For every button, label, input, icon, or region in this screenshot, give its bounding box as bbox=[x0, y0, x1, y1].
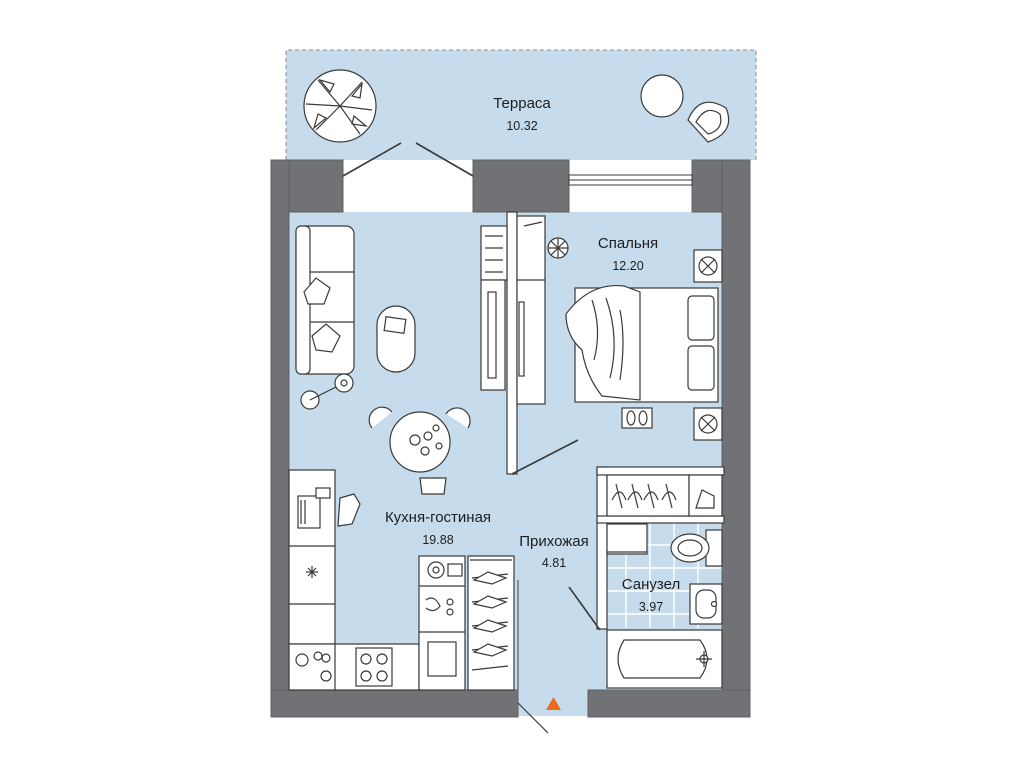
hallway-floor bbox=[512, 467, 602, 690]
hallway-name: Прихожая bbox=[519, 533, 589, 550]
bed bbox=[565, 284, 719, 403]
slippers bbox=[621, 407, 653, 429]
terrace-outline bbox=[285, 49, 757, 160]
living-name: Кухня-гостиная bbox=[385, 509, 491, 526]
bedroom-name: Спальня bbox=[598, 235, 658, 252]
terrace-name: Терраса bbox=[493, 95, 551, 112]
bathroom-name: Санузел bbox=[622, 576, 680, 593]
washbasin bbox=[689, 583, 723, 625]
bathtub bbox=[606, 629, 723, 689]
laptop-desk bbox=[297, 487, 361, 529]
bedroom-plant bbox=[547, 237, 569, 259]
bedroom-wardrobe bbox=[516, 215, 546, 405]
entrance-marker bbox=[546, 697, 561, 710]
doors bbox=[511, 439, 601, 734]
terrace-area: 10.32 bbox=[506, 119, 537, 133]
nightstand-top bbox=[693, 249, 723, 283]
terrace-table bbox=[640, 74, 684, 118]
bathroom-area: 3.97 bbox=[639, 600, 663, 614]
floor-lamp bbox=[300, 373, 354, 410]
terrace-plant bbox=[303, 69, 377, 143]
terrace-door bbox=[342, 142, 474, 177]
partition-shelving bbox=[480, 225, 508, 391]
kitchen-counter bbox=[288, 469, 420, 691]
living-area: 19.88 bbox=[422, 533, 453, 547]
kitchen-appliances bbox=[418, 555, 466, 691]
nightstand-bottom bbox=[693, 407, 723, 441]
sink-corner bbox=[295, 651, 332, 682]
snowflake-icon bbox=[306, 566, 318, 578]
washing-machine bbox=[606, 523, 648, 555]
toilet bbox=[670, 529, 723, 567]
terrace-chair bbox=[687, 101, 730, 143]
cooktop bbox=[355, 647, 393, 687]
hallway-wardrobe bbox=[467, 555, 519, 691]
coffee-table bbox=[376, 305, 416, 373]
room-labels: Терраса 10.32 Спальня 12.20 Кухня-гостин… bbox=[385, 95, 680, 614]
hallway-area: 4.81 bbox=[542, 556, 566, 570]
shoe-cabinet bbox=[606, 474, 723, 517]
walls bbox=[270, 159, 751, 718]
dining-set bbox=[368, 406, 471, 495]
bedroom-area: 12.20 bbox=[612, 259, 643, 273]
terrace-window bbox=[568, 174, 693, 186]
sofa bbox=[295, 225, 355, 375]
